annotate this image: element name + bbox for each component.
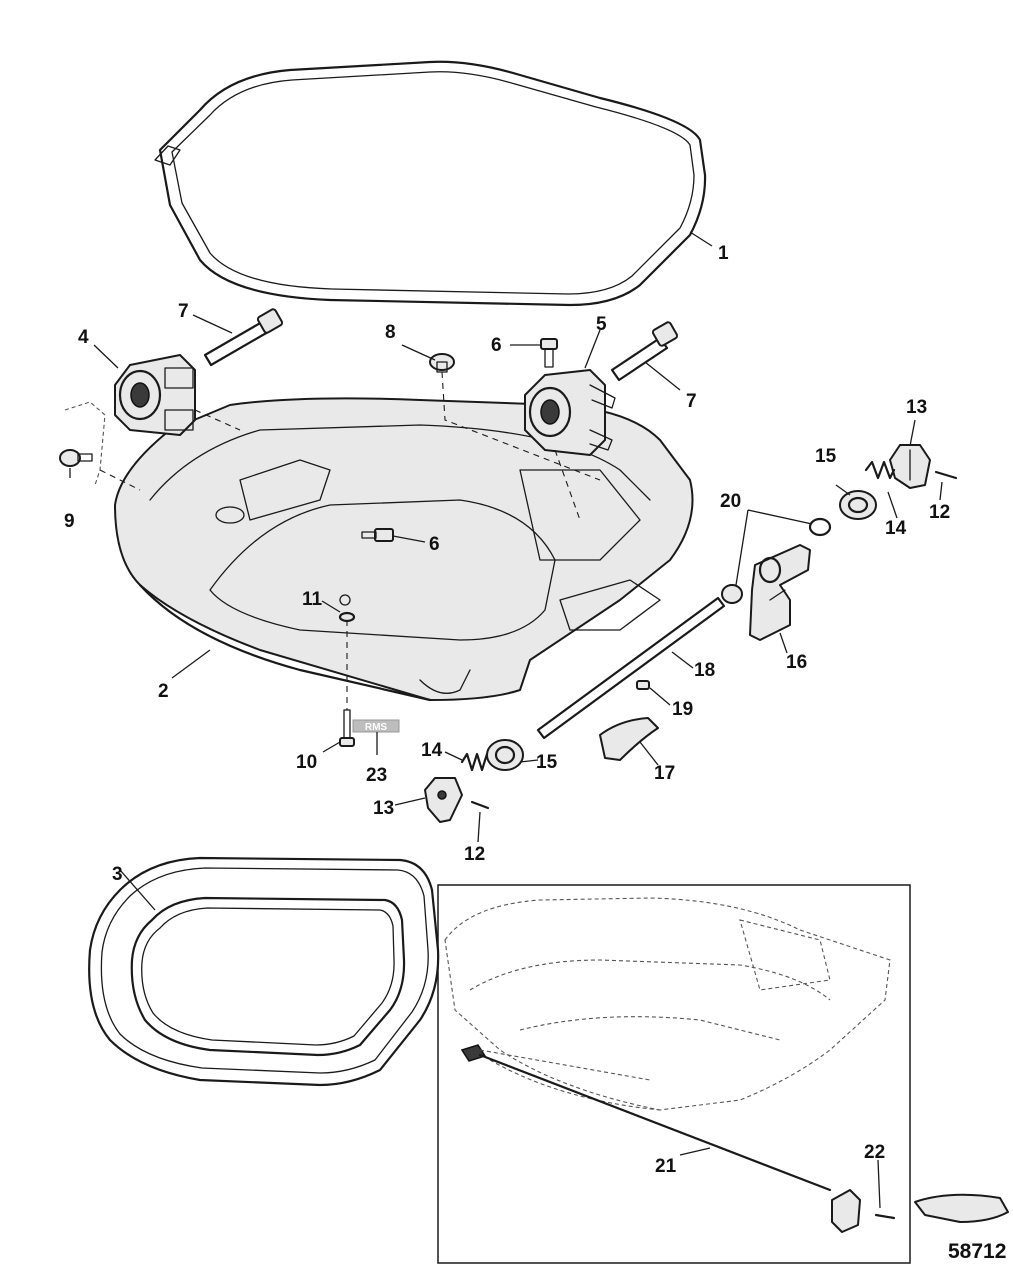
part-5-right-mount bbox=[524, 369, 616, 456]
callout-3: 3 bbox=[112, 864, 123, 885]
part-15-bushing-right bbox=[839, 490, 877, 520]
callout-15a: 15 bbox=[815, 446, 837, 467]
callout-1: 1 bbox=[718, 243, 729, 264]
callout-2: 2 bbox=[158, 681, 169, 702]
part-13-latch-left bbox=[424, 777, 463, 823]
part-18-rod bbox=[536, 596, 726, 740]
part-13-latch-right bbox=[889, 444, 931, 489]
part-7-bolt-left bbox=[203, 308, 284, 367]
leader-lines bbox=[69, 231, 943, 1209]
part-7-bolt-right bbox=[610, 321, 679, 382]
callout-18: 18 bbox=[694, 660, 715, 681]
callout-10: 10 bbox=[296, 752, 317, 773]
callout-7a: 7 bbox=[178, 301, 189, 322]
part-4-left-mount bbox=[114, 354, 196, 436]
callout-7b: 7 bbox=[686, 391, 697, 412]
part-3-lower-seal bbox=[88, 856, 440, 1087]
callout-6b: 6 bbox=[429, 534, 440, 555]
callout-8: 8 bbox=[385, 322, 396, 343]
part-6-bolt-lower bbox=[361, 528, 394, 542]
part-20-washer-a bbox=[808, 517, 832, 537]
part-12-pin-right bbox=[934, 470, 958, 480]
callout-15b: 15 bbox=[536, 752, 558, 773]
part-21-cable bbox=[460, 1044, 832, 1192]
callout-17: 17 bbox=[654, 763, 675, 784]
callout-21: 21 bbox=[655, 1156, 677, 1177]
callout-6a: 6 bbox=[491, 335, 502, 356]
part-15-bushing-left bbox=[486, 739, 524, 771]
callout-11: 11 bbox=[302, 589, 323, 610]
part-20-washer-b bbox=[721, 584, 743, 604]
part-16-hook-bracket bbox=[749, 544, 811, 641]
part-22-screw bbox=[831, 1189, 896, 1233]
side-view-thumbnail bbox=[914, 1193, 1009, 1223]
part-9-screw bbox=[59, 401, 106, 486]
callout-13a: 13 bbox=[906, 397, 927, 418]
callout-23: 23 bbox=[366, 765, 387, 786]
decal-label: RMS bbox=[365, 722, 388, 733]
callout-19: 19 bbox=[672, 699, 693, 720]
part-19-screw bbox=[636, 680, 650, 690]
inset-panel bbox=[437, 884, 911, 1264]
part-12-pin-left bbox=[470, 800, 490, 810]
part-23-decal: RMS bbox=[352, 719, 400, 733]
callout-13b: 13 bbox=[373, 798, 394, 819]
callout-12b: 12 bbox=[464, 844, 485, 865]
callout-22: 22 bbox=[864, 1142, 885, 1163]
callout-5: 5 bbox=[596, 314, 607, 335]
callout-9: 9 bbox=[64, 511, 75, 532]
callout-4: 4 bbox=[78, 327, 89, 348]
callout-14b: 14 bbox=[421, 740, 443, 761]
part-14-spring-right bbox=[864, 460, 896, 480]
callout-20: 20 bbox=[720, 491, 741, 512]
callout-12a: 12 bbox=[929, 502, 950, 523]
figure-number: 58712 bbox=[948, 1240, 1006, 1263]
part-1-top-seal bbox=[154, 60, 707, 307]
part-8-plug bbox=[429, 353, 455, 373]
part-10-bolt bbox=[339, 709, 355, 747]
part-2-bottom-cowl bbox=[114, 397, 694, 702]
callout-16: 16 bbox=[786, 652, 807, 673]
callout-labels: 1 2 3 4 5 6 6 7 7 8 9 10 11 12 12 13 13 … bbox=[64, 243, 950, 1177]
part-6-bolt-upper bbox=[540, 338, 558, 368]
part-17-cover bbox=[599, 717, 659, 761]
callout-14a: 14 bbox=[885, 518, 907, 539]
guide-lines bbox=[99, 371, 601, 710]
